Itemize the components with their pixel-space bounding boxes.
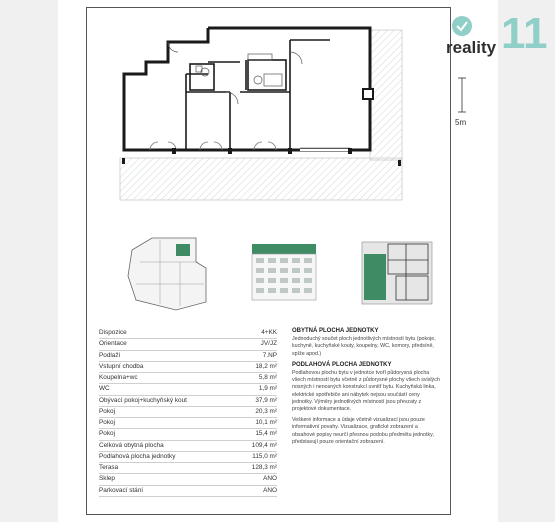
row-label: Orientace — [99, 340, 127, 348]
floor-area-heading: PODLAHOVÁ PLOCHA JEDNOTKY — [292, 361, 392, 368]
row-value: 5,8 m² — [258, 374, 277, 381]
row-value: ANO — [263, 486, 277, 494]
brand-badge-icon — [452, 16, 472, 36]
floor-area-text: Podlahovou plochu bytu v jednotce tvoří … — [292, 370, 440, 413]
row-label: WC — [99, 385, 110, 393]
row-label: Terasa — [99, 464, 119, 471]
table-row: Pokoj 10,1 m² — [99, 418, 277, 430]
row-label: Sklep — [99, 475, 115, 483]
unit-parameters-table: Dispozice 4+KK Orientace JV/JZ Podlaží 7.NP… — [99, 328, 277, 497]
thumbnail-building-elevation — [251, 244, 317, 301]
row-value: 115,0 m² — [252, 452, 277, 460]
table-row: Podlahová plocha jednotky 115,0 m² — [99, 452, 277, 463]
row-value: 128,3 m² — [251, 464, 277, 471]
table-row: Pokoj 15,4 m² — [99, 429, 277, 441]
thumbnail-unit-position — [361, 241, 433, 305]
terrace-area — [119, 157, 403, 201]
table-row: Koupelna+wc 5,8 m² — [99, 373, 277, 385]
table-row: Orientace JV/JZ — [99, 339, 277, 351]
row-label: Pokoj — [99, 430, 115, 438]
row-value: 1,9 m² — [258, 385, 277, 393]
row-value: 109,4 m² — [251, 441, 277, 449]
row-label: Pokoj — [99, 419, 115, 426]
row-value: 10,1 m² — [255, 419, 277, 426]
table-row: Obývací pokoj+kuchyňský kout 37,9 m² — [99, 396, 277, 407]
table-row: Vstupní chodba 18,2 m² — [99, 362, 277, 373]
table-row: Terasa 128,3 m² — [99, 463, 277, 475]
living-area-text: Jednoduchý součet ploch jednotlivých mís… — [292, 336, 436, 357]
row-value: 4+KK — [261, 329, 277, 336]
brand-wordmark: reality — [446, 38, 497, 57]
row-label: Vstupní chodba — [99, 362, 144, 370]
table-row: Sklep ANO — [99, 474, 277, 486]
row-value: 20,3 m² — [255, 407, 277, 415]
row-label: Celková obytná plocha — [99, 441, 164, 449]
table-row: WC 1,9 m² — [99, 384, 277, 396]
thumbnail-floor-key-plan — [127, 237, 207, 311]
scale-label: 5m — [455, 118, 467, 127]
brand-number: 11 — [501, 9, 548, 58]
living-area-heading: OBYTNÁ PLOCHA JEDNOTKY — [292, 328, 379, 334]
row-label: Koupelna+wc — [99, 374, 138, 381]
row-label: Parkovací stání — [99, 486, 144, 494]
table-row: Dispozice 4+KK — [99, 328, 277, 340]
row-label: Podlahová plocha jednotky — [99, 452, 176, 460]
area-definitions: OBYTNÁ PLOCHA JEDNOTKY Jednoduchý součet… — [292, 328, 440, 450]
table-row: Podlaží 7.NP — [99, 351, 277, 362]
row-label: Podlaží — [99, 351, 121, 359]
row-value: ANO — [263, 475, 277, 483]
table-row: Parkovací stání ANO — [99, 486, 277, 497]
row-value: 37,9 m² — [255, 396, 277, 404]
table-row: Pokoj 20,3 m² — [99, 407, 277, 418]
row-value: JV/JZ — [260, 340, 277, 348]
table-row: Celková obytná plocha 109,4 m² — [99, 441, 277, 452]
row-value: 7.NP — [262, 351, 277, 359]
row-value: 18,2 m² — [255, 362, 277, 370]
scale-bar — [458, 77, 466, 113]
row-value: 15,4 m² — [255, 430, 277, 438]
plan-walls — [122, 26, 372, 152]
row-label: Obývací pokoj+kuchyňský kout — [99, 396, 187, 404]
row-label: Dispozice — [99, 329, 127, 336]
row-label: Pokoj — [99, 407, 115, 415]
terrace-side — [369, 29, 403, 161]
disclaimer-text: Veškeré informace a údaje včetně vizuali… — [292, 417, 434, 445]
